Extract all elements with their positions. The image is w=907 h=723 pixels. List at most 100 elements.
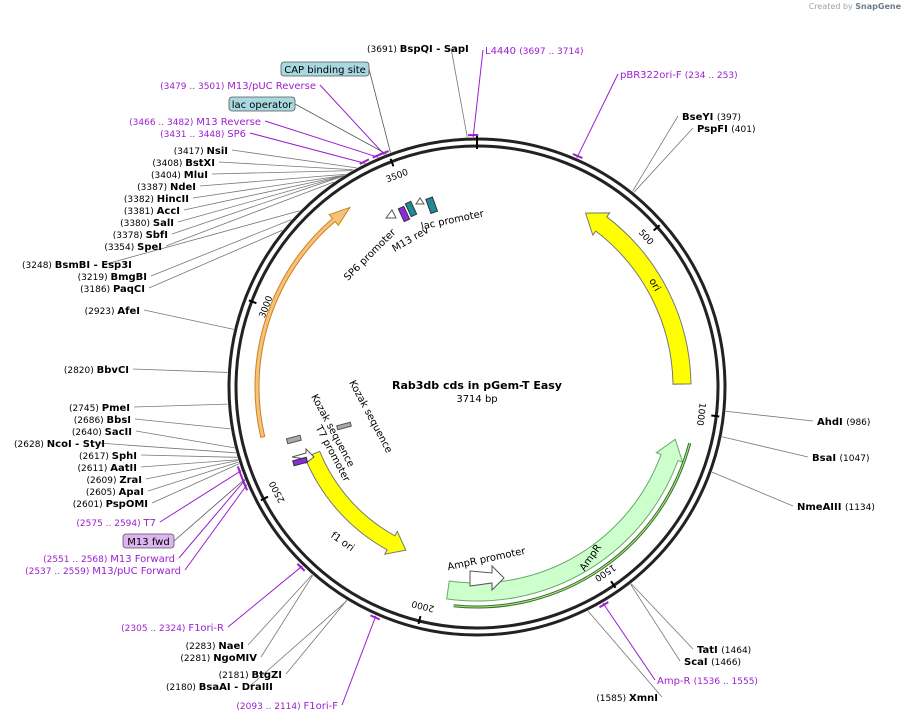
- site-ApaI: (2605) ApaI: [86, 487, 144, 498]
- site-name: ZraI: [119, 475, 142, 486]
- primer-leader-T7: [159, 470, 242, 523]
- leader-PmeI: [133, 403, 228, 408]
- site-pos: (1464): [721, 646, 751, 656]
- leader-XmnI: [587, 610, 663, 698]
- primer-leader-F1ori-R: [227, 565, 303, 628]
- watermark-brand: SnapGene: [855, 2, 901, 11]
- primer-name: SP6: [227, 129, 246, 140]
- primer-M13 Reverse: (3466 .. 3482) M13 Reverse: [129, 117, 261, 128]
- primer-leader-SP6: [249, 132, 366, 164]
- leader-NsiI: [231, 149, 357, 169]
- tick-2500: [260, 495, 269, 502]
- site-extra: - StyI: [72, 439, 105, 450]
- site-BsaI: BsaI (1047): [812, 453, 869, 464]
- site-pos: (3417): [174, 147, 207, 157]
- primer-SP6: (3431 .. 3448) SP6: [160, 129, 246, 140]
- sp6-promoter-box: [397, 205, 411, 223]
- site-AhdI: AhdI (986): [817, 417, 870, 428]
- leader-PspOMI: [151, 463, 240, 504]
- site-name: NgoMIV: [213, 653, 257, 664]
- plasmid-name: Rab3db cds in pGem-T Easy: [392, 379, 562, 392]
- t7-box: [292, 456, 309, 467]
- primer-mark-M13/pUC Forward: [242, 480, 249, 491]
- site-pos: (3381): [124, 207, 157, 217]
- primer-name: pBR322ori-F: [620, 70, 685, 81]
- primer-range: (234 .. 253): [685, 71, 738, 81]
- site-name: NmeAIII: [797, 502, 845, 513]
- tick-label-500: 500: [636, 228, 655, 248]
- primer-mark-F1ori-F: [370, 614, 381, 621]
- primer-mark-Amp-R: [598, 601, 609, 609]
- primer-M13/pUC Reverse: (3479 .. 3501) M13/pUC Reverse: [160, 81, 316, 92]
- ampr-promoter-arrow: [469, 564, 505, 592]
- site-pos: (3248): [22, 261, 55, 271]
- leader-BspQI: [450, 47, 468, 138]
- site-extra: - Esp3I: [90, 260, 132, 271]
- site-name: NdeI: [170, 182, 196, 193]
- site-pos: (2611): [77, 464, 110, 474]
- feature-ori: [584, 212, 692, 385]
- site-name: PspFI: [697, 124, 731, 135]
- tick-1000: [711, 414, 720, 418]
- primer-mark-SP6: [359, 158, 370, 165]
- primer-range: (3479 .. 3501): [160, 82, 227, 92]
- center-title: Rab3db cds in pGem-T Easy 3714 bp: [392, 379, 562, 405]
- leader-BmgBI: [150, 219, 292, 277]
- cap-binding-site-leader: [368, 68, 391, 153]
- feature-f1ori: [304, 450, 407, 555]
- site-pos: (3378): [113, 231, 146, 241]
- primer-M13/pUC Forward: (2537 .. 2559) M13/pUC Forward: [25, 566, 181, 577]
- primer-leader-L4440: [472, 49, 484, 138]
- leader-BsaAI: [249, 600, 348, 687]
- site-pos: (3387): [137, 183, 170, 193]
- tick-500: [652, 224, 661, 232]
- tick-label-2500: 2500: [268, 479, 288, 504]
- site-pos: (1466): [711, 658, 741, 668]
- primer-leader-M13/pUC Forward: [184, 484, 248, 571]
- site-name: BstXI: [185, 158, 215, 169]
- site-SpeI: (3354) SpeI: [104, 242, 162, 253]
- site-name: PmeI: [102, 403, 130, 414]
- tick-label-group: 500: [636, 228, 655, 248]
- kozak-box-1: [285, 434, 302, 445]
- site-pos: (401): [731, 125, 755, 135]
- site-name: BspQI: [400, 44, 433, 55]
- tick-label-group: 2500: [268, 479, 288, 504]
- site-BstXI: (3408) BstXI: [152, 158, 215, 169]
- tick-label-1000: 1000: [694, 402, 707, 426]
- site-BspQI: (3691) BspQI - SapI: [367, 44, 469, 55]
- site-pos: (3691): [367, 45, 400, 55]
- primer-name: F1ori-R: [188, 623, 224, 634]
- site-pos: (1047): [840, 454, 870, 464]
- leader-ApaI: [147, 461, 239, 492]
- site-pos: (2609): [87, 476, 120, 486]
- site-name: BsmBI: [55, 260, 90, 271]
- site-name: HincII: [157, 194, 189, 205]
- site-name: BbsI: [107, 415, 131, 426]
- primer-labels: L4440 (3697 .. 3714)pBR322ori-F (234 .. …: [25, 46, 758, 712]
- leader-SbfI: [171, 175, 343, 235]
- leader-TatI: [630, 583, 694, 650]
- site-pos: (2283): [186, 642, 219, 652]
- leader-HincII: [192, 175, 344, 199]
- lac-operator-label: lac operator: [232, 100, 293, 111]
- cap-binding-site-box: [280, 61, 370, 77]
- leader-SalI: [177, 175, 344, 223]
- leader-BsmBI: [105, 210, 300, 265]
- site-NdeI: (3387) NdeI: [137, 182, 196, 193]
- site-extra: - SapI: [433, 44, 469, 55]
- leader-BsaI: [721, 436, 809, 458]
- leader-PaqCI: [148, 229, 283, 289]
- snapgene-watermark: Created by SnapGene: [809, 2, 901, 11]
- site-extra: - DraIII: [231, 682, 273, 693]
- primer-mark-M13 Reverse: [372, 152, 383, 159]
- leader-SacII: [135, 430, 235, 449]
- leader-BbvCI: [132, 368, 228, 373]
- lac-operator-leader: [294, 103, 387, 155]
- feature-ampr-promoter: [469, 564, 505, 592]
- site-PmeI: (2745) PmeI: [69, 403, 130, 414]
- tick-label-3500: 3500: [385, 168, 410, 186]
- site-AfeI: (2923) AfeI: [85, 306, 140, 317]
- site-pos: (2281): [180, 654, 213, 664]
- m13-fwd-box: [122, 533, 175, 549]
